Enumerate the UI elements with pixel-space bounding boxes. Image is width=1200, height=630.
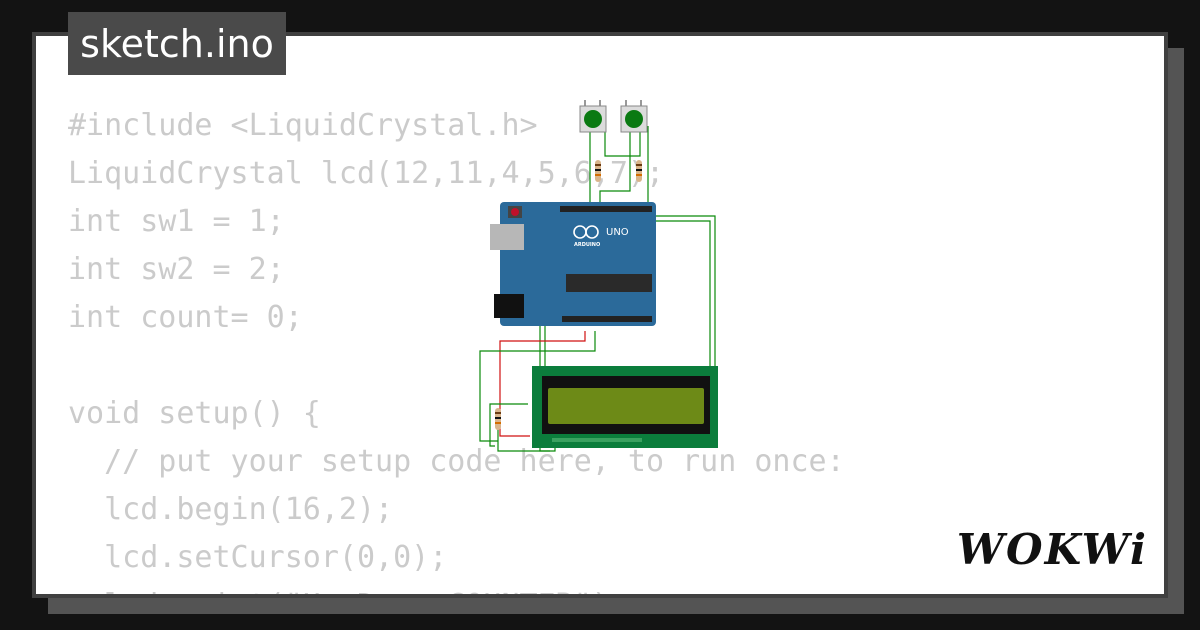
code-line: LiquidCrystal lcd(12,11,4,5,6,7); xyxy=(68,156,665,191)
digital-header xyxy=(560,206,652,212)
code-line: int sw1 = 1; xyxy=(68,204,285,239)
code-line: lcd.begin(16,2); xyxy=(68,492,394,527)
wire xyxy=(499,331,586,437)
usb-port xyxy=(490,224,524,250)
analog-header xyxy=(562,316,652,322)
wokwi-logo: WOKWi xyxy=(956,525,1148,574)
wire xyxy=(645,220,711,366)
push-button-2[interactable] xyxy=(620,100,648,133)
code-line: void setup() { xyxy=(68,396,321,431)
wire xyxy=(604,126,641,157)
code-line: // put your setup code here, to run once… xyxy=(68,444,845,479)
reset-button[interactable] xyxy=(511,208,519,216)
power-jack xyxy=(494,294,524,318)
wire xyxy=(647,126,716,366)
code-line: lcd.print("Up Down COUNTER"); xyxy=(68,582,845,594)
board-model: UNO xyxy=(606,227,629,238)
circuit-diagram: UNO ARDUINO xyxy=(479,100,718,452)
code-line: int sw2 = 2; xyxy=(68,252,285,287)
push-button-1[interactable] xyxy=(579,100,607,133)
resistor xyxy=(595,160,601,182)
code-line: lcd.setCursor(0,0); xyxy=(68,540,448,575)
code-line: #include <LiquidCrystal.h> xyxy=(68,108,538,143)
lcd-screen xyxy=(548,388,704,424)
board-brand: ARDUINO xyxy=(574,242,600,248)
code-snippet: #include <LiquidCrystal.h> LiquidCrystal … xyxy=(68,102,845,594)
wire xyxy=(489,403,528,447)
arduino-uno-board[interactable]: UNO ARDUINO xyxy=(490,202,656,326)
resistor xyxy=(636,160,642,182)
code-line: int count= 0; xyxy=(68,300,303,335)
sketch-title: sketch.ino xyxy=(68,12,286,75)
resistor xyxy=(495,408,501,430)
atmega-chip xyxy=(566,274,652,292)
lcd-16x2[interactable] xyxy=(532,366,718,448)
wire xyxy=(479,331,596,442)
